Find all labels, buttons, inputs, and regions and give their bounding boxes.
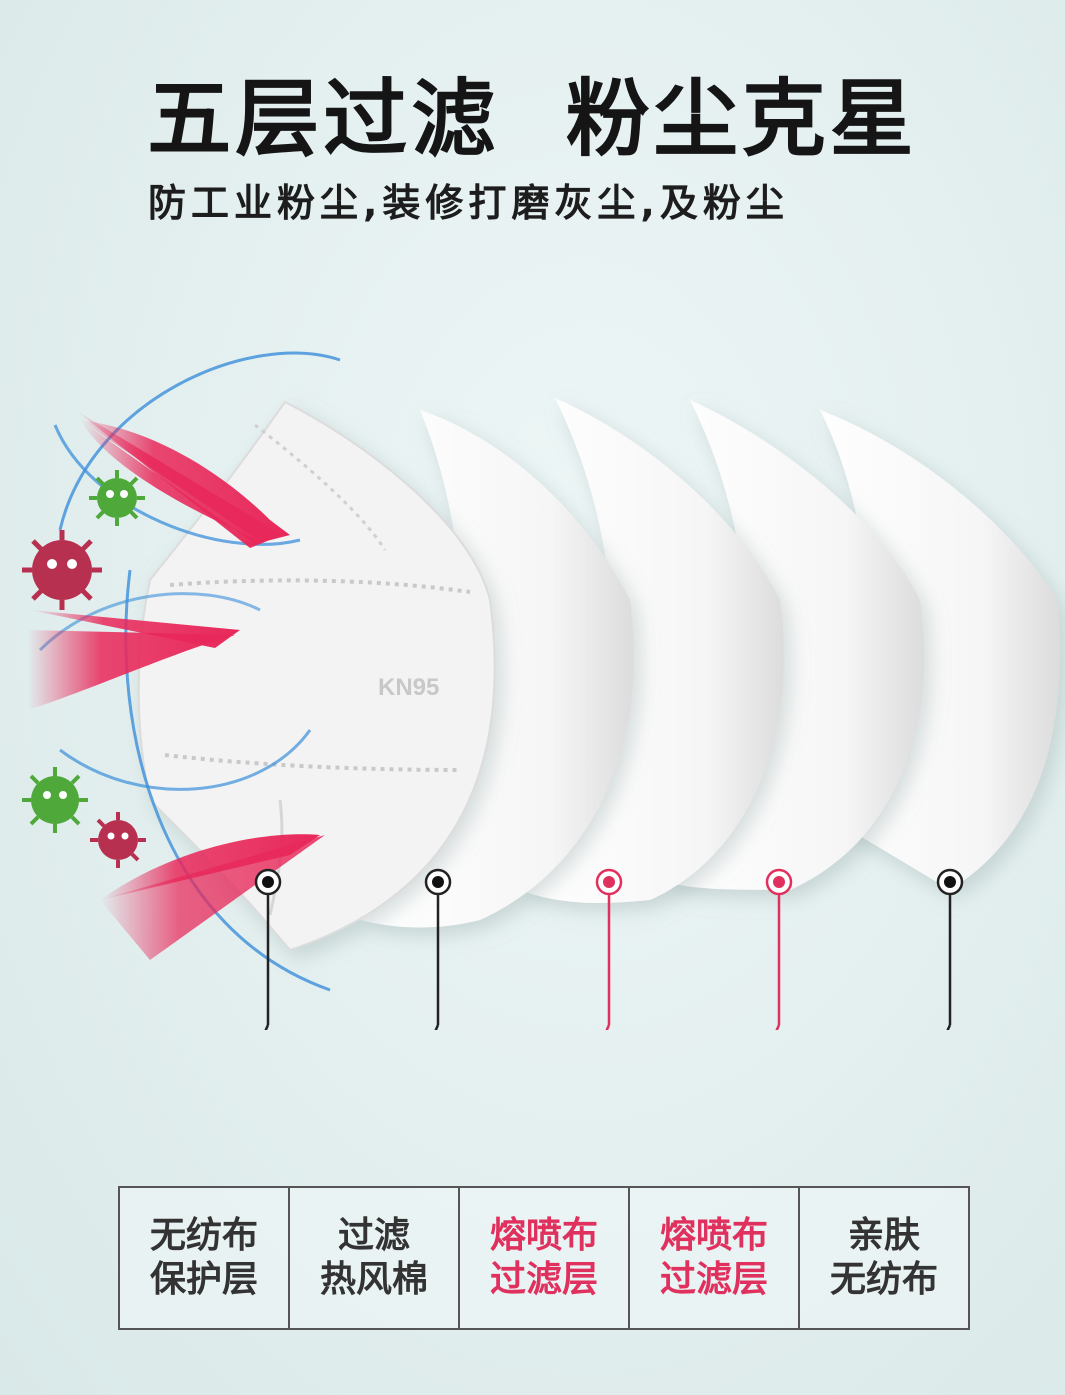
- layer-label-2: 过滤热风棉: [290, 1188, 460, 1328]
- arrow-icon: [100, 834, 325, 960]
- layer-4-shape: [660, 400, 924, 890]
- layer-label-4: 熔喷布过滤层: [630, 1188, 800, 1328]
- page-title: 五层过滤 粉尘克星: [147, 70, 918, 168]
- layer-3-shape: [520, 398, 784, 903]
- layer-label-table: 无纺布保护层 过滤热风棉 熔喷布过滤层 熔喷布过滤层 亲肤无纺布: [118, 1186, 970, 1330]
- virus-icon: [89, 470, 145, 526]
- pointer-dot-icon: [936, 868, 964, 1030]
- virus-icon: [90, 812, 146, 868]
- layer-label-3: 熔喷布过滤层: [460, 1188, 630, 1328]
- pointer-dot-icon: [765, 868, 793, 1030]
- layer-2-shape: [360, 410, 634, 928]
- pointer-dot-icon: [254, 868, 282, 1030]
- arrow-icon: [28, 610, 240, 710]
- page-subtitle: 防工业粉尘,装修打磨灰尘,及粉尘: [148, 181, 789, 225]
- kn95-mask-shape: [137, 400, 496, 952]
- virus-icon: [22, 767, 88, 833]
- mask-layers-illustration: KN95: [22, 351, 1061, 1030]
- virus-icon: [22, 530, 102, 610]
- pointer-dot-icon: [424, 868, 452, 1030]
- mask-print-label: KN95: [378, 674, 439, 701]
- layer-label-5: 亲肤无纺布: [829, 1215, 938, 1300]
- pointer-dot-icon: [595, 868, 623, 1030]
- arrow-icon: [75, 410, 290, 548]
- layer-label-1: 无纺布保护层: [120, 1188, 290, 1328]
